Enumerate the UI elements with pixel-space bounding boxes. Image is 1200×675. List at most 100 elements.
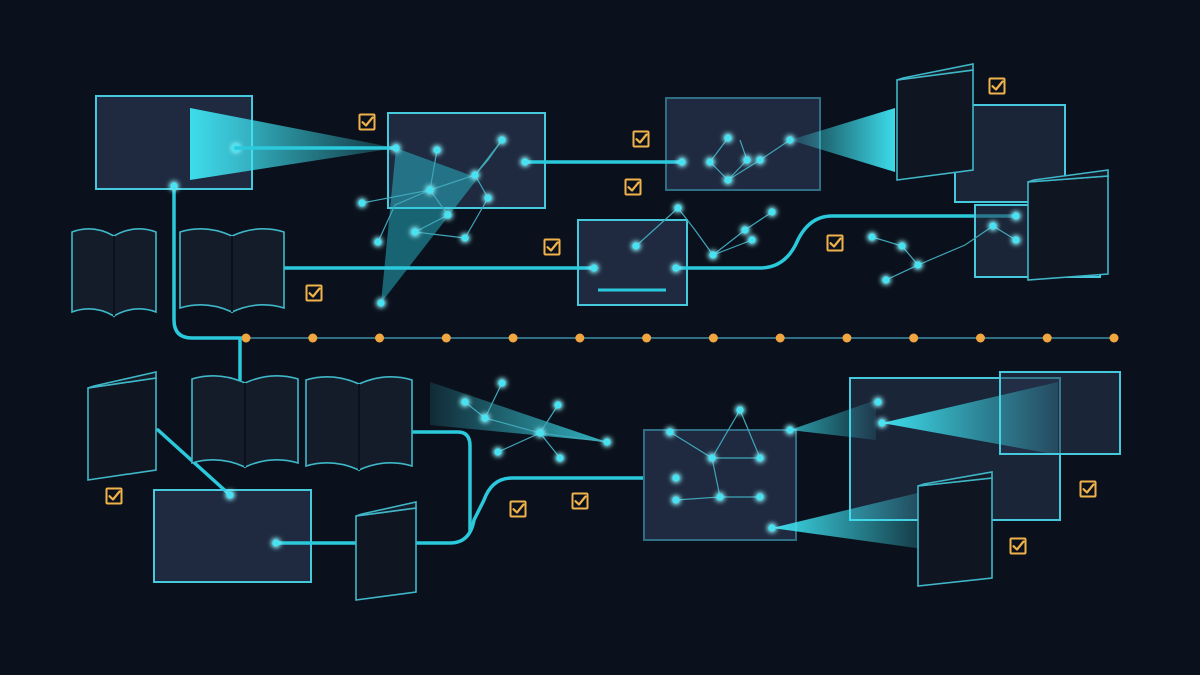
panel-top-center [665,97,895,191]
beam-bottom-right-2 [772,490,930,550]
graph-node [632,242,640,250]
check-square-icon [988,77,1006,95]
timeline-dot [241,333,251,343]
graph-node [484,194,492,202]
graph-node [868,233,876,241]
graph-node [756,493,764,501]
panel-bottom-left-box [153,489,312,583]
graph-node [498,136,506,144]
open-book-icon [71,228,157,318]
graph-node [708,454,716,462]
check-square-icon [543,238,561,256]
timeline-dot [375,333,385,343]
graph-node [743,156,751,164]
graph-node [358,199,366,207]
check-square-icon [509,500,527,518]
graph-node [444,211,452,219]
graph-node [226,491,234,499]
graph-node [748,236,756,244]
graph-node [756,454,764,462]
graph-node [590,264,598,272]
graph-node [494,448,502,456]
graph-node [536,429,544,437]
graph-node [898,242,906,250]
panel-mid-center [577,207,773,306]
graph-node [709,251,717,259]
graph-node [756,156,764,164]
nodes [169,133,1021,548]
beam-bottom-left [430,382,607,442]
closed-book-icon [1027,169,1109,281]
timeline-dot [508,333,518,343]
graph-node [786,136,794,144]
check-square-icon [105,487,123,505]
graph-node [786,426,794,434]
graph-node [666,428,674,436]
graph-node [603,438,611,446]
closed-book-icon [896,63,974,181]
timeline-dot [575,333,585,343]
graph-node [674,204,682,212]
graph-node [1012,236,1020,244]
graph-node [741,226,749,234]
graph-node [914,261,922,269]
graph-node [989,222,997,230]
timeline-dots [241,333,1119,343]
graph-node [882,276,890,284]
graph-node [768,524,776,532]
graph-node [736,406,744,414]
panel-bottom-center [643,408,797,541]
graph-node [554,401,562,409]
graph-node [706,158,714,166]
panel-bottom-left [153,489,312,583]
wire-mid-2 [674,214,1018,270]
timeline-dot [1109,333,1119,343]
panel-graph-1 [361,112,546,303]
check-square-icon [826,234,844,252]
closed-book-icon [917,471,993,587]
wire-left-vertical [172,184,242,382]
open-book-icon [305,376,413,472]
wire-bottom-1 [274,476,678,545]
graph-node [461,234,469,242]
closed-book-icon [355,501,417,601]
panel-bottom-center-box [643,429,797,541]
beam-top-left [190,108,396,180]
graph-node [716,493,724,501]
graph-node [392,144,400,152]
graph-node [374,238,382,246]
check-square-icon [305,284,323,302]
check-square-icon [358,113,376,131]
closed-book-icon [87,370,157,481]
timeline-dot [775,333,785,343]
graph-node [672,264,680,272]
graph-node [377,299,385,307]
graph-node [426,186,434,194]
timeline-dot [842,333,852,343]
panel-graph-1-box [387,112,546,209]
graph-node [498,379,506,387]
panel-top-left [95,95,396,190]
open-book-icon [191,375,299,469]
check-square-icon [1009,537,1027,555]
timeline-dot [909,333,919,343]
books [71,63,1109,601]
panel-mid-center-box [577,219,688,306]
graph-node [272,539,280,547]
timeline-dot [441,333,451,343]
graph-node [521,158,529,166]
timeline-dot [1042,333,1052,343]
timeline-dot [708,333,718,343]
graph-node [672,496,680,504]
graph-node [556,454,564,462]
beam-bottom-right-3 [790,400,876,440]
graph-node [433,146,441,154]
graph-node [170,182,178,190]
graph-node [874,398,882,406]
beam-graph-1 [381,148,478,303]
graph-node [768,208,776,216]
timeline-dot [975,333,985,343]
open-book-icon [179,228,285,314]
timeline-dot [308,333,318,343]
